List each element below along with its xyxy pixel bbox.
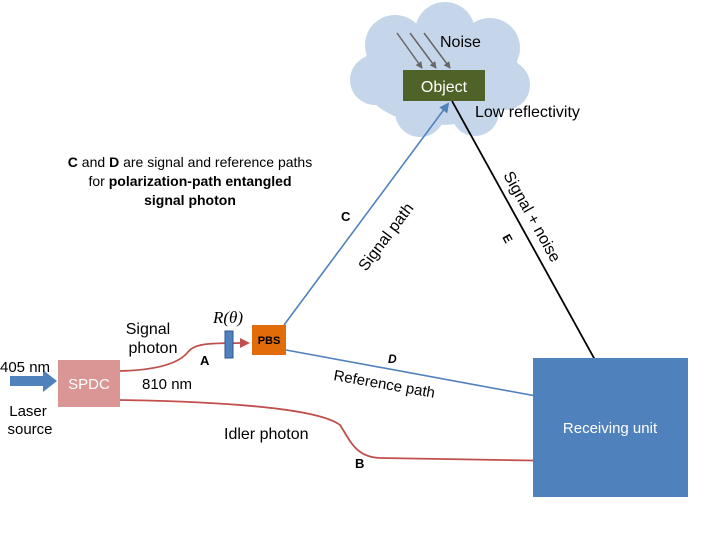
noise-arrows — [396, 32, 451, 69]
receiving-unit-box — [533, 358, 688, 497]
idler-photon-label: Idler photon — [224, 426, 309, 443]
signal-path-letter: C — [341, 209, 351, 224]
rotator-label: R(θ) — [212, 308, 243, 327]
signal-photon-label-2: photon — [129, 340, 178, 357]
object-label: Object — [421, 79, 468, 96]
note-line-1: C and D are signal and reference paths — [68, 154, 312, 170]
receiving-unit-label: Receiving unit — [563, 420, 658, 437]
low-reflectivity-label: Low reflectivity — [475, 104, 580, 121]
object-box — [403, 70, 485, 101]
signal-photon-path — [119, 338, 250, 372]
signal-path-letter-a: A — [200, 353, 210, 368]
laser-label-line-1: Laser — [9, 403, 47, 420]
noise-cloud — [350, 2, 530, 137]
rotator-plate — [224, 330, 234, 359]
laser-arrow-icon — [10, 370, 57, 392]
noise-label: Noise — [440, 34, 481, 51]
signal-wavelength-label: 810 nm — [142, 376, 192, 393]
idler-photon-path — [119, 399, 565, 466]
signal-noise-line — [451, 100, 606, 380]
signal-path-line — [283, 102, 450, 326]
signal-path-label: Signal path — [356, 200, 418, 274]
spdc-box — [58, 360, 120, 407]
signal-noise-label: Signal + noise — [500, 169, 564, 266]
signal-noise-letter: E — [499, 232, 515, 246]
laser-wavelength-label: 405 nm — [0, 359, 50, 376]
reference-path-letter: D — [388, 352, 397, 366]
reference-path-line — [285, 349, 565, 405]
idler-path-letter: B — [355, 456, 364, 471]
pbs-box — [252, 325, 286, 355]
pbs-label: PBS — [258, 335, 281, 347]
note-line-2: for polarization-path entangled — [88, 173, 291, 189]
laser-label-line-2: source — [7, 421, 52, 438]
spdc-label: SPDC — [68, 376, 110, 393]
signal-photon-label-1: Signal — [126, 321, 170, 338]
reference-path-label: Reference path — [332, 367, 436, 402]
note-line-3: signal photon — [144, 192, 236, 208]
